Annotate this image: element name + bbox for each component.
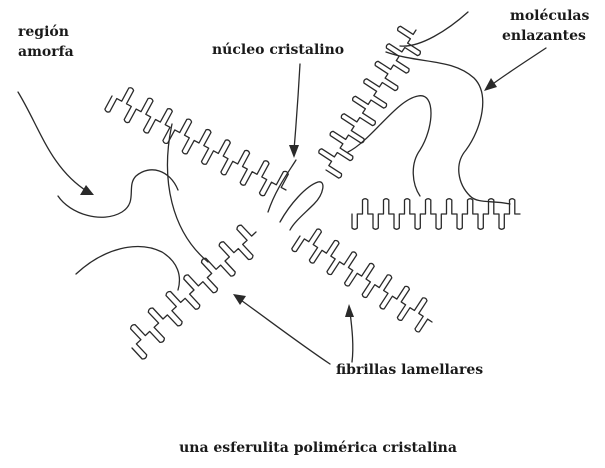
figure-caption: una esferulita polimérica cristalina xyxy=(179,440,457,456)
arrow-fibrils-left-head xyxy=(233,294,246,305)
arrow-tie-molecules xyxy=(490,48,546,86)
tie-molecule-main xyxy=(386,52,483,196)
arrow-amorphous-region xyxy=(18,92,88,192)
nucleus-fold-right xyxy=(280,182,323,230)
label-crystalline-nucleus: núcleo cristalino xyxy=(212,42,344,58)
tie-molecule-right xyxy=(470,196,510,204)
arrow-fibrils-left xyxy=(238,298,330,364)
lamella-right xyxy=(352,199,520,230)
arrow-crystalline-nucleus xyxy=(294,64,300,150)
lamellar-fibrils-group xyxy=(105,26,520,359)
lamella-lower-right xyxy=(292,229,432,332)
arrow-tie-molecules-head xyxy=(484,78,497,91)
lamella-lower-left xyxy=(131,225,256,359)
amorphous-chain-left xyxy=(58,170,178,217)
label-tie-molecules-line2: enlazantes xyxy=(502,28,586,44)
label-tie-molecules-line1: moléculas xyxy=(510,8,589,24)
arrow-fibrils-right-head xyxy=(345,304,354,317)
amorphous-chain-center xyxy=(168,124,209,262)
label-amorphous-region-line2: amorfa xyxy=(18,44,74,60)
lamella-upper-left xyxy=(105,88,288,196)
pointer-arrows xyxy=(18,48,546,364)
label-amorphous-region-line1: región xyxy=(18,24,69,40)
tie-molecule-loop xyxy=(348,96,431,196)
arrow-fibrils-right xyxy=(350,312,353,362)
label-lamellar-fibrils: fibrillas lamellares xyxy=(336,362,483,378)
amorphous-chain-lower-left xyxy=(76,247,179,290)
arrow-crystalline-nucleus-head xyxy=(289,145,299,158)
tie-molecule-upper xyxy=(400,12,468,46)
arrow-amorphous-region-head xyxy=(80,185,94,195)
